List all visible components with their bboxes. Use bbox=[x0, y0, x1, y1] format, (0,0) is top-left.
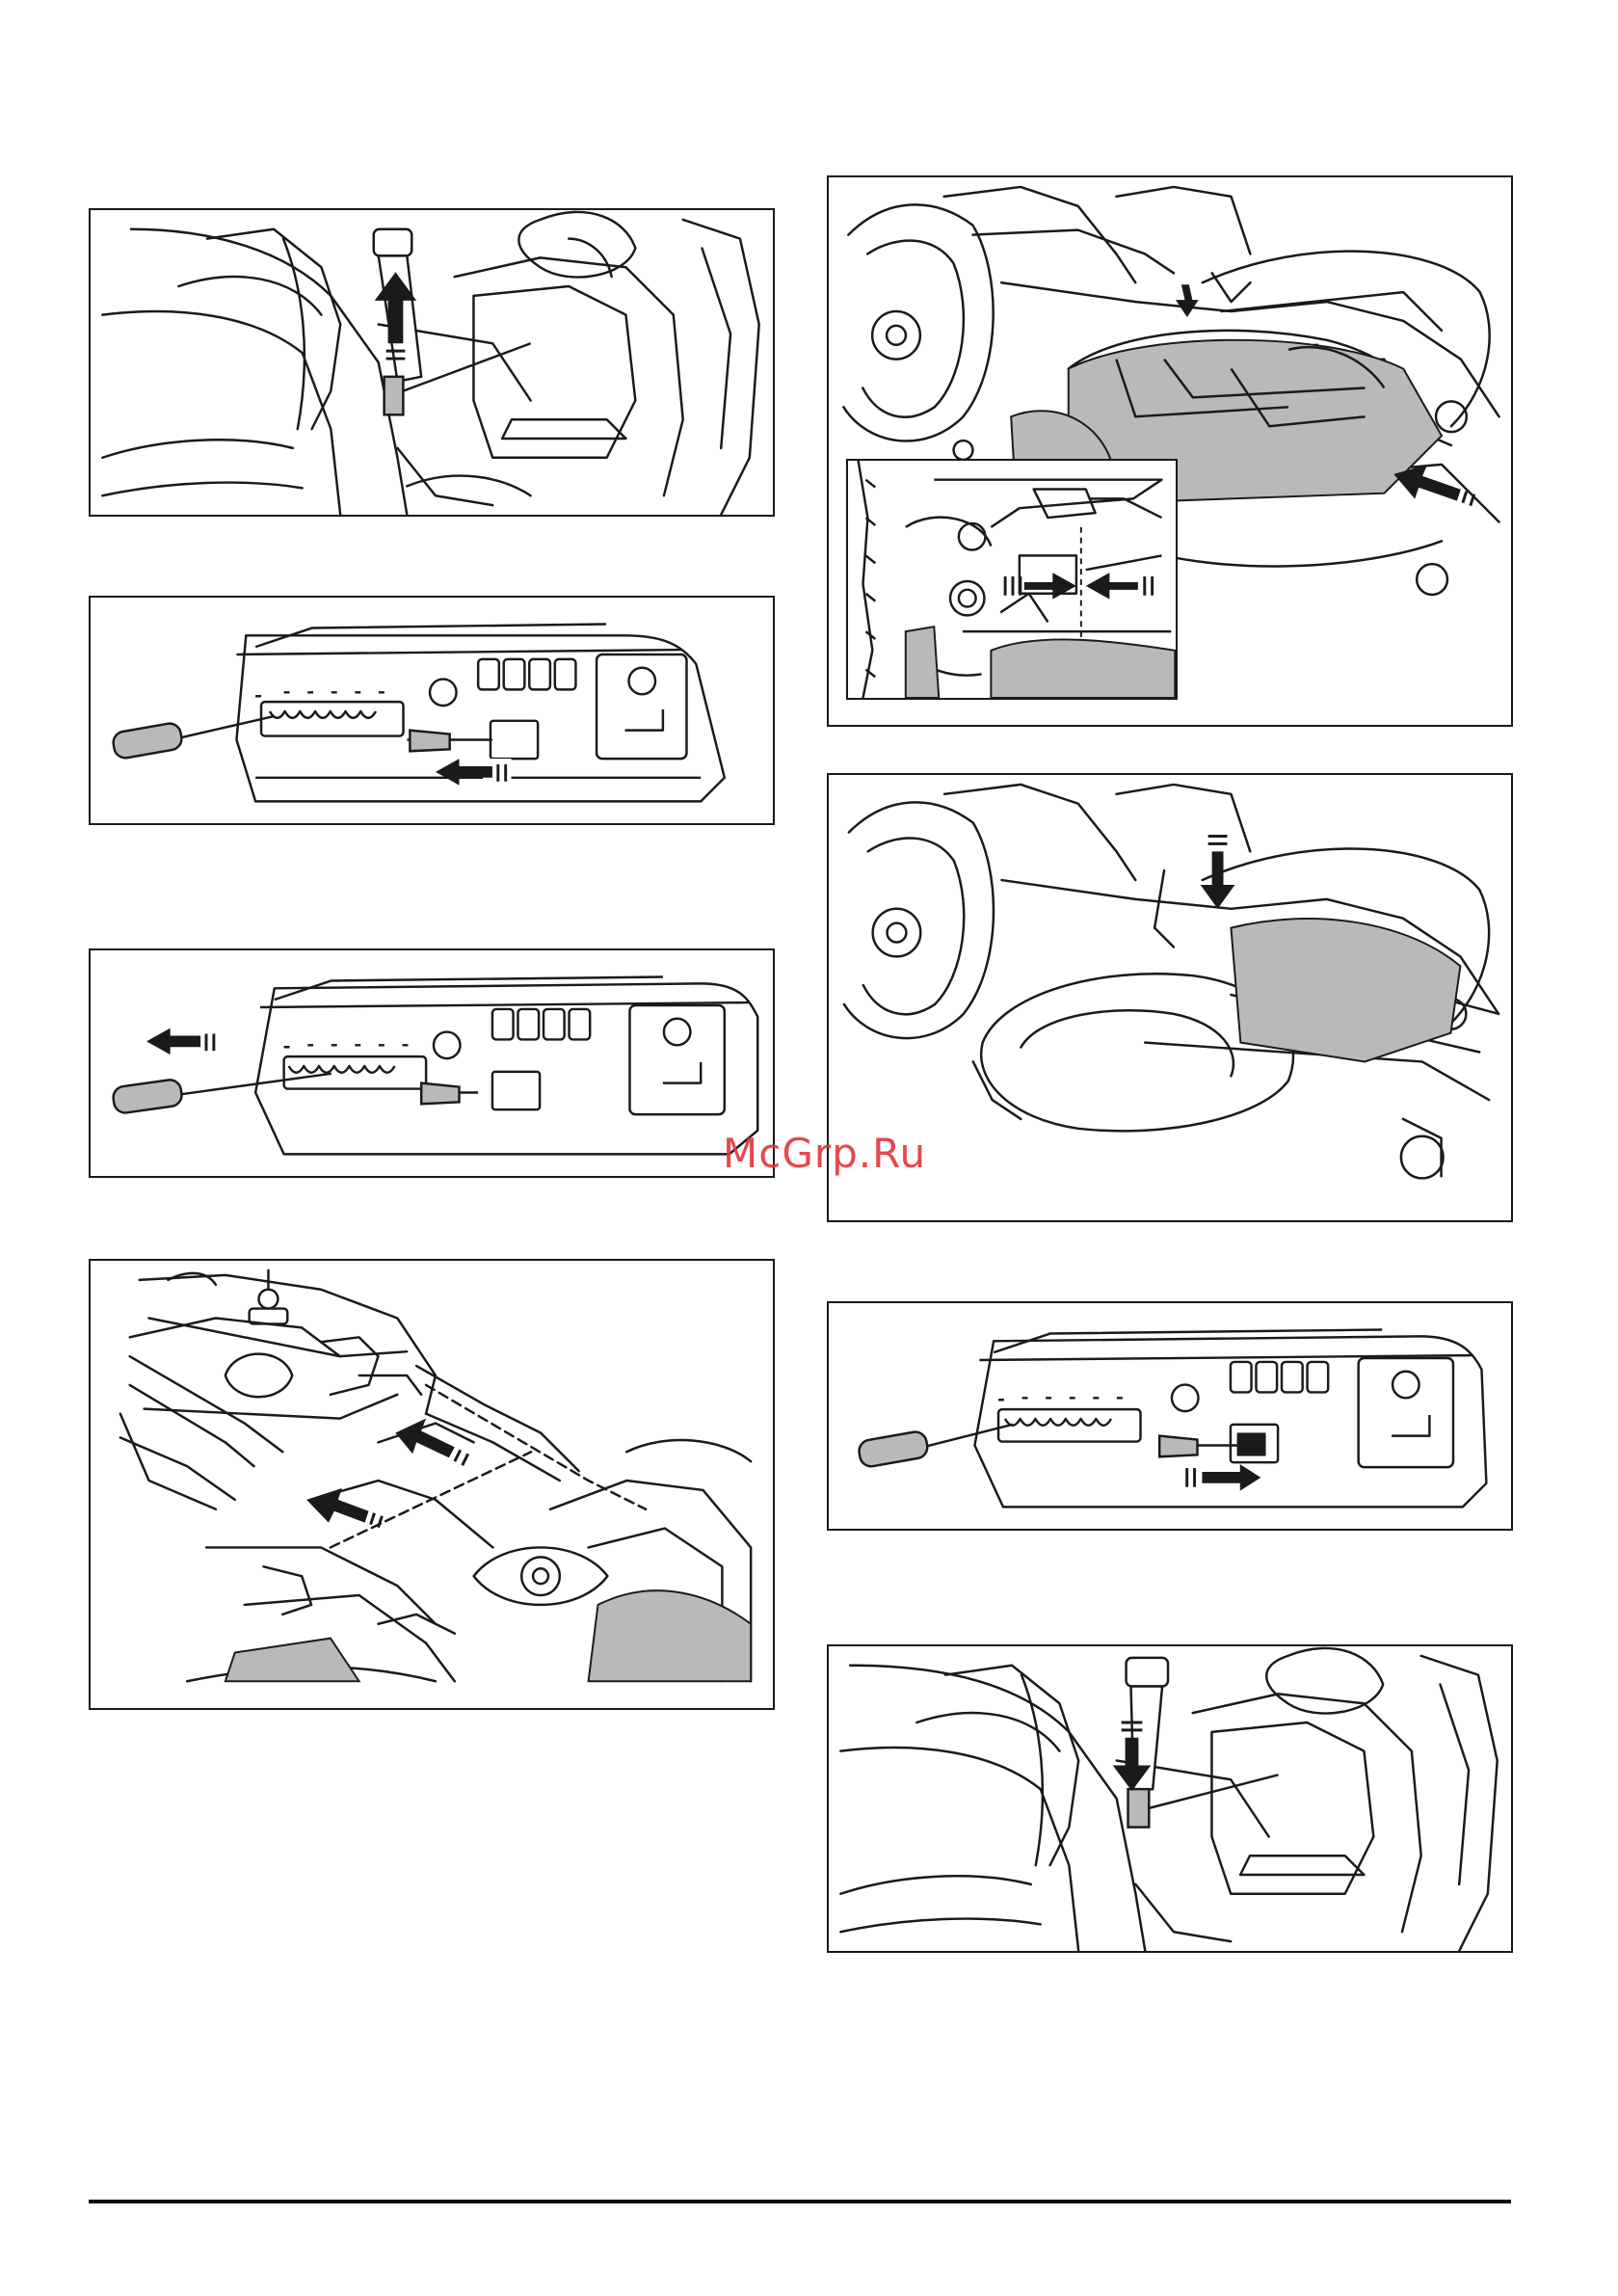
deck-mounted-illustration bbox=[829, 775, 1511, 1220]
watermark-text: McGrp.Ru bbox=[723, 1130, 926, 1177]
arrow-down-icon bbox=[1201, 836, 1235, 908]
lift-lever-illustration bbox=[829, 1646, 1511, 1951]
figure-deck-hitch bbox=[89, 1259, 775, 1710]
figure-dashboard-slider-forward bbox=[827, 1301, 1513, 1531]
arrow-left-icon bbox=[146, 1028, 214, 1055]
dashboard-illustration bbox=[91, 950, 773, 1176]
lift-lever-illustration bbox=[91, 210, 773, 515]
dashboard-illustration bbox=[829, 1303, 1511, 1529]
inset-alignment-illustration bbox=[848, 461, 1176, 698]
inset-detail bbox=[846, 459, 1178, 700]
arrow-down-small-icon bbox=[1176, 284, 1199, 317]
deck-hitch-illustration bbox=[91, 1261, 773, 1708]
arrow-right-icon bbox=[1187, 1464, 1261, 1491]
figure-lift-lever-down bbox=[827, 1644, 1513, 1953]
footer-rule bbox=[89, 2200, 1511, 2203]
figure-lift-lever-up bbox=[89, 208, 775, 517]
figure-deck-under-mower bbox=[827, 175, 1513, 727]
dashboard-illustration bbox=[91, 598, 773, 823]
arrow-left-inset-icon bbox=[1086, 573, 1153, 600]
figure-dashboard-slider-back bbox=[89, 596, 775, 825]
arrow-insert-lower-icon bbox=[306, 1488, 382, 1528]
figure-deck-mounted bbox=[827, 773, 1513, 1222]
arrow-right-inset-icon bbox=[1005, 573, 1076, 600]
figure-dashboard-lever-left bbox=[89, 948, 775, 1178]
arrow-left-icon bbox=[436, 759, 512, 786]
